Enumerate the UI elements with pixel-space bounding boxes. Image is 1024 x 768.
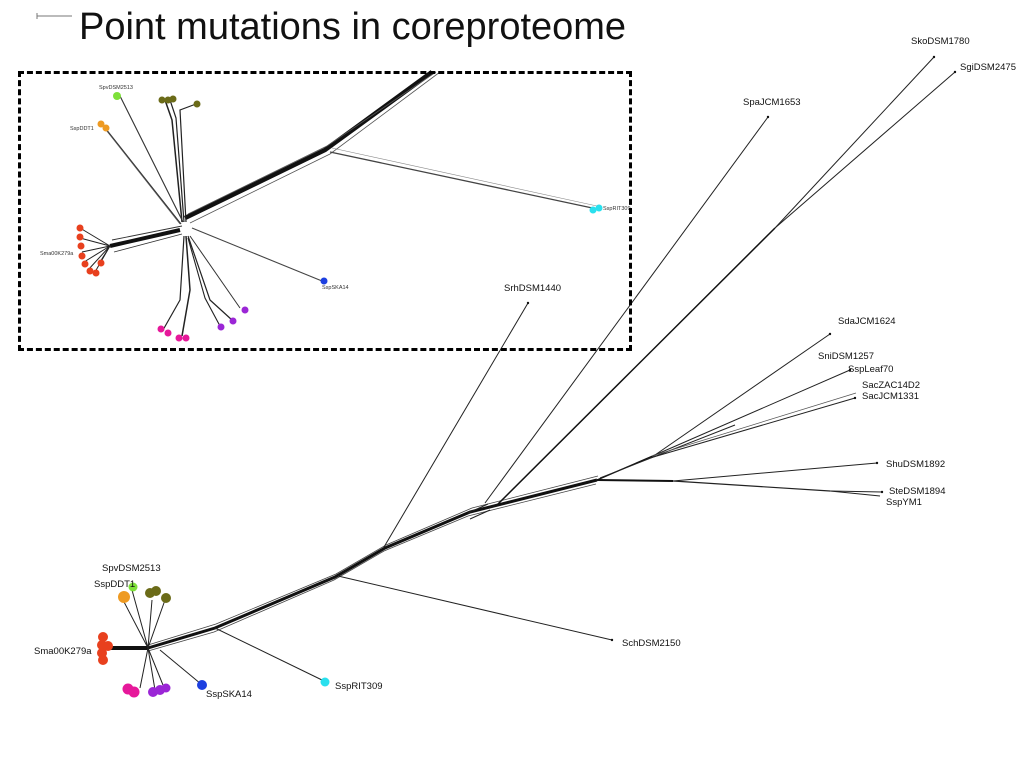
label-SpaJCM1653: SpaJCM1653 [743,97,801,108]
label-SacZAC14D2: SacZAC14D2 [862,380,920,391]
label-SdaJCM1624: SdaJCM1624 [838,316,896,327]
inset-label-Sma00K279a: Sma00K279a [40,251,74,257]
label-SrhDSM1440: SrhDSM1440 [504,283,561,294]
inset-label-SspDDT1: SspDDT1 [70,126,94,132]
main-labels: SkoDSM1780 SgiDSM2475 SpaJCM1653 SrhDSM1… [34,36,1016,700]
inset-tip-nodes [76,92,603,342]
label-SteDSM1894: SteDSM1894 [889,486,946,497]
label-SspSKA14: SspSKA14 [206,689,252,700]
label-SgiDSM2475: SgiDSM2475 [960,62,1016,73]
label-SspYM1: SspYM1 [886,497,922,508]
inset-label-SspSKA14: SspSKA14 [322,285,349,291]
label-SspRIT309: SspRIT309 [335,681,383,692]
label-SacJCM1331: SacJCM1331 [862,391,919,402]
slide-title: Point mutations in coreproteome [79,6,627,48]
label-ShuDSM1892: ShuDSM1892 [886,459,945,470]
label-SchDSM2150: SchDSM2150 [622,638,681,649]
scale-bar [0,0,80,25]
label-SspDDT1: SspDDT1 [94,579,135,590]
inset-network [79,70,598,337]
label-SkoDSM1780: SkoDSM1780 [911,36,970,47]
label-SspLeaf70: SspLeaf70 [848,364,893,375]
inset-label-SspRIT309: SspRIT309 [603,206,631,212]
inset-zoom-frame [18,71,632,351]
label-SniDSM1257: SniDSM1257 [818,351,874,362]
main-tip-nodes [97,55,957,698]
main-network [110,56,956,691]
label-Sma00K279a: Sma00K279a [34,646,92,657]
label-SpvDSM2513: SpvDSM2513 [102,563,161,574]
inset-label-SpvDSM2513: SpvDSM2513 [99,85,133,91]
inset-labels: SpvDSM2513 SspDDT1 Sma00K279a SspSKA14 S… [40,85,631,291]
